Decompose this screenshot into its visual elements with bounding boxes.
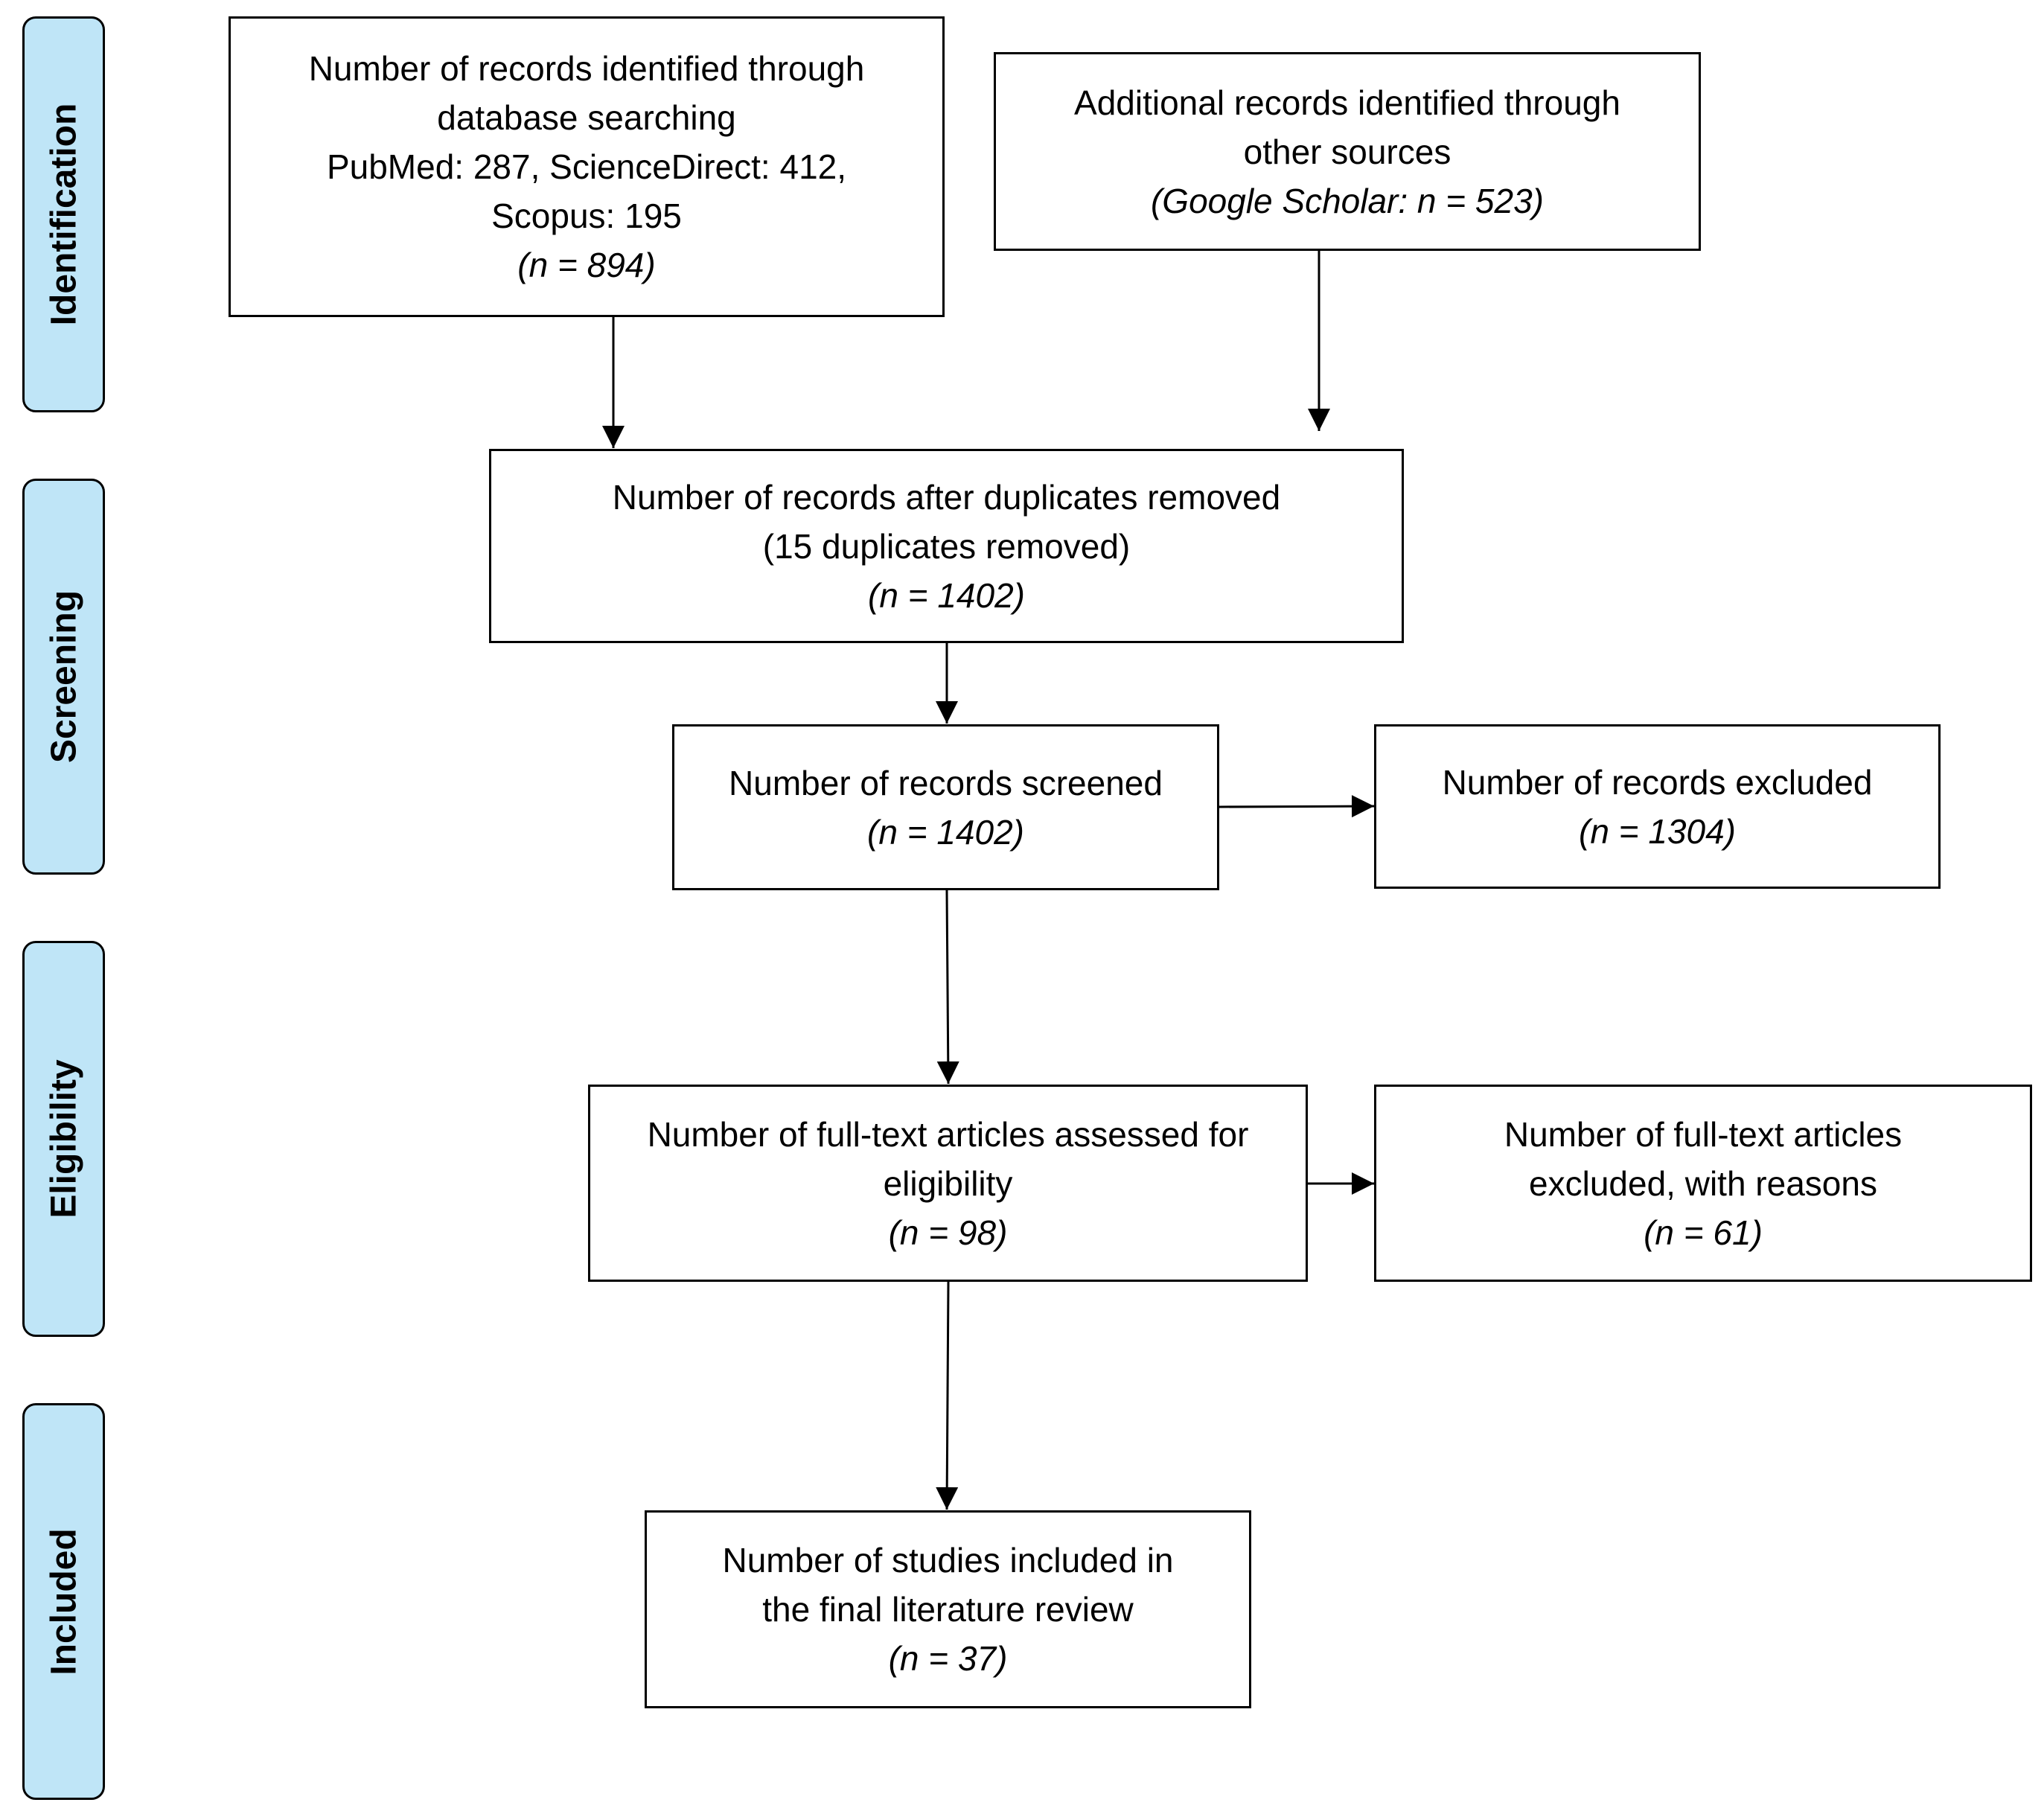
records-excluded-count: (n = 1304) xyxy=(1579,811,1736,851)
records-screened-count: (n = 1402) xyxy=(867,812,1024,852)
fulltext-assessed-line1: Number of full-text articles assessed fo… xyxy=(647,1114,1249,1154)
stage-included: Included xyxy=(22,1403,105,1800)
fulltext-excluded-line2: excluded, with reasons xyxy=(1529,1163,1877,1203)
fulltext-excluded-line1: Number of full-text articles xyxy=(1504,1114,1903,1154)
stage-eligibility: Eligibility xyxy=(22,941,105,1337)
fulltext-assessed-line2: eligibility xyxy=(883,1163,1013,1203)
records-screened-line1: Number of records screened xyxy=(729,763,1163,802)
stage-identification: Identification xyxy=(22,16,105,412)
stage-screening: Screening xyxy=(22,479,105,875)
duplicates-removed-box: Number of records after duplicates remov… xyxy=(489,449,1404,643)
included-studies-count: (n = 37) xyxy=(888,1639,1008,1678)
fulltext-excluded-count: (n = 61) xyxy=(1644,1213,1763,1252)
database-search-line4: Scopus: 195 xyxy=(491,197,682,235)
database-search-box: Number of records identified through dat… xyxy=(229,16,945,317)
included-studies-line2: the final literature review xyxy=(762,1590,1134,1629)
other-sources-line2: other sources xyxy=(1243,132,1451,171)
included-studies-line1: Number of studies included in xyxy=(722,1541,1174,1580)
records-excluded-line1: Number of records excluded xyxy=(1442,762,1873,802)
arrow-screened-to-assessed xyxy=(936,890,959,1085)
other-sources-line1: Additional records identified through xyxy=(1074,83,1620,122)
arrow-assessed-to-included xyxy=(936,1281,959,1510)
other-sources-box: Additional records identified through ot… xyxy=(994,52,1701,251)
duplicates-removed-line2: (15 duplicates removed) xyxy=(762,526,1131,566)
duplicates-removed-count: (n = 1402) xyxy=(868,575,1025,615)
arrow-screened-to-excluded xyxy=(1219,795,1375,818)
included-studies-box: Number of studies included in the final … xyxy=(645,1510,1251,1708)
database-search-line3: PubMed: 287, ScienceDirect: 412, xyxy=(326,147,847,186)
duplicates-removed-line1: Number of records after duplicates remov… xyxy=(612,477,1281,517)
fulltext-assessed-count: (n = 98) xyxy=(888,1213,1008,1252)
fulltext-excluded-box: Number of full-text articles excluded, w… xyxy=(1374,1085,2032,1282)
database-search-line1: Number of records identified through xyxy=(308,49,865,88)
database-search-count: (n = 894) xyxy=(517,246,656,284)
records-screened-box: Number of records screened (n = 1402) xyxy=(672,724,1219,890)
database-search-line2: database searching xyxy=(437,98,736,137)
other-sources-count: (Google Scholar: n = 523) xyxy=(1150,181,1545,220)
fulltext-assessed-box: Number of full-text articles assessed fo… xyxy=(588,1085,1308,1282)
records-excluded-box: Number of records excluded (n = 1304) xyxy=(1374,724,1941,889)
